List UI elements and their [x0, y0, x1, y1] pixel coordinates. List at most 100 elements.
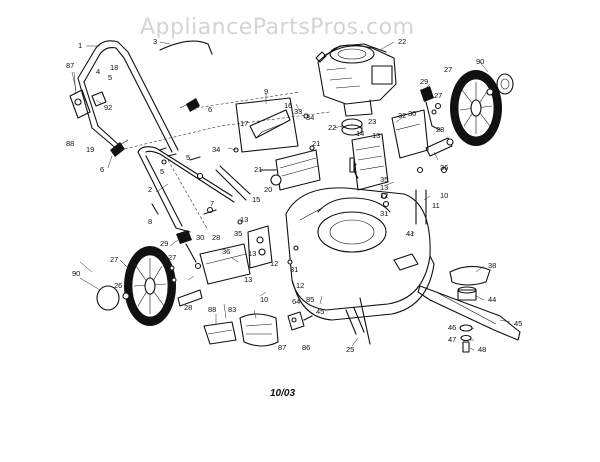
diagram-date-code: 10/03	[270, 388, 295, 399]
callout-28b: 28	[184, 303, 192, 312]
callout-37b: 35	[234, 229, 242, 238]
door-hinge	[287, 311, 313, 331]
callout-5: 5	[108, 73, 112, 82]
callout-90: 88	[66, 139, 74, 148]
callout-20: 20	[264, 185, 272, 194]
callout-36: 34	[306, 113, 314, 122]
callout-12c: 12	[296, 281, 304, 290]
callout-13d: 13	[248, 249, 256, 258]
callout-27: 27	[444, 65, 452, 74]
callout-9: 9	[264, 87, 268, 96]
control-bracket	[69, 71, 107, 119]
callout-49: 47	[448, 335, 456, 344]
callout-19: 19	[86, 145, 94, 154]
hubcap-left	[96, 285, 130, 311]
leader-lines	[71, 41, 511, 351]
rear-bracket-right	[391, 109, 429, 159]
callout-11: 11	[432, 201, 440, 210]
deck-rod	[345, 297, 371, 345]
handle-knob-lower	[110, 139, 129, 157]
callout-31: 29	[420, 77, 428, 86]
callout-64: 64	[292, 297, 300, 306]
assembly-line	[119, 111, 331, 151]
rear-wheel-right	[450, 70, 502, 146]
callout-44: 41	[406, 229, 414, 238]
callout-10: 10	[440, 191, 448, 200]
callout-87: 87	[278, 343, 286, 352]
callout-92: 92	[104, 103, 112, 112]
callout-89: 87	[66, 61, 74, 70]
callout-34: 32	[398, 111, 406, 120]
callout-1: 1	[78, 41, 82, 50]
callout-5c: 5	[160, 167, 164, 176]
hardware-bolts	[151, 109, 448, 283]
callout-48: 46	[448, 323, 456, 332]
callout-13b: 13	[380, 183, 388, 192]
callout-labels: 1 3 22 90 27 26 87 4 18 5 92 88 19 6 6 9…	[66, 37, 522, 354]
mulch-plug	[239, 313, 279, 347]
callout-25: 25	[346, 345, 354, 354]
callout-31b: 29	[160, 239, 168, 248]
callout-4: 4	[96, 67, 100, 76]
callout-23: 23	[368, 117, 376, 126]
height-lever-right	[420, 86, 442, 131]
callout-22: 22	[328, 123, 336, 132]
handle-knob-upper	[179, 98, 200, 112]
hubcap-right	[486, 73, 514, 96]
callout-45: 45	[316, 307, 324, 316]
callout-3: 3	[153, 37, 157, 46]
callout-33b: 31	[290, 265, 298, 274]
callout-5b: 5	[186, 153, 190, 162]
callout-17: 17	[240, 119, 248, 128]
callout-86: 86	[302, 343, 310, 352]
axle-right	[425, 137, 454, 157]
blade-adapter	[449, 265, 491, 301]
rear-shield	[259, 149, 321, 191]
axle-left	[177, 289, 203, 307]
callout-28: 28	[436, 125, 444, 134]
callout-43: 38	[488, 261, 496, 270]
watermark-text: AppliancePartsPros.com	[140, 15, 415, 40]
callout-46: 44	[488, 295, 496, 304]
callout-91: 90	[476, 57, 484, 66]
assembly-line	[167, 159, 209, 231]
height-adjuster-left	[199, 225, 273, 285]
callout-15: 15	[252, 195, 260, 204]
callout-83: 83	[228, 305, 236, 314]
mower-deck	[285, 187, 435, 321]
bag-panel-assembly	[235, 97, 299, 153]
callout-6: 6	[208, 105, 212, 114]
mower-blade	[417, 285, 521, 341]
engine	[315, 43, 397, 117]
callout-26b: 26	[114, 281, 122, 290]
callout-7: 7	[210, 199, 214, 208]
callout-21b: 21	[254, 165, 262, 174]
callout-10b: 10	[260, 295, 268, 304]
callout-35: 33	[294, 107, 302, 116]
cable	[159, 40, 213, 55]
callout-88: 88	[208, 305, 216, 314]
callout-14: 14	[356, 129, 364, 138]
discharge-door	[203, 321, 237, 345]
callout-21: 21	[312, 139, 320, 148]
assembly-line	[195, 91, 301, 109]
height-lever-left	[176, 230, 197, 263]
lower-handle	[137, 146, 251, 233]
callout-18: 18	[110, 63, 118, 72]
callout-13: 13	[372, 131, 380, 140]
callout-32b: 30	[196, 233, 204, 242]
callout-30: 28	[212, 233, 220, 242]
callout-5d: 5	[166, 265, 170, 274]
callout-29: 27	[434, 91, 442, 100]
callout-38b: 36	[222, 247, 230, 256]
callout-6b: 6	[100, 165, 104, 174]
callout-26: 26	[482, 73, 490, 82]
callout-37: 35	[380, 175, 388, 184]
callout-12: 12	[380, 191, 388, 200]
callout-91b: 90	[72, 269, 80, 278]
callout-33: 31	[380, 209, 388, 218]
callout-24: 22	[398, 37, 406, 46]
callout-36b: 34	[212, 145, 220, 154]
callout-47: 45	[514, 319, 522, 328]
callout-12b: 12	[270, 259, 278, 268]
